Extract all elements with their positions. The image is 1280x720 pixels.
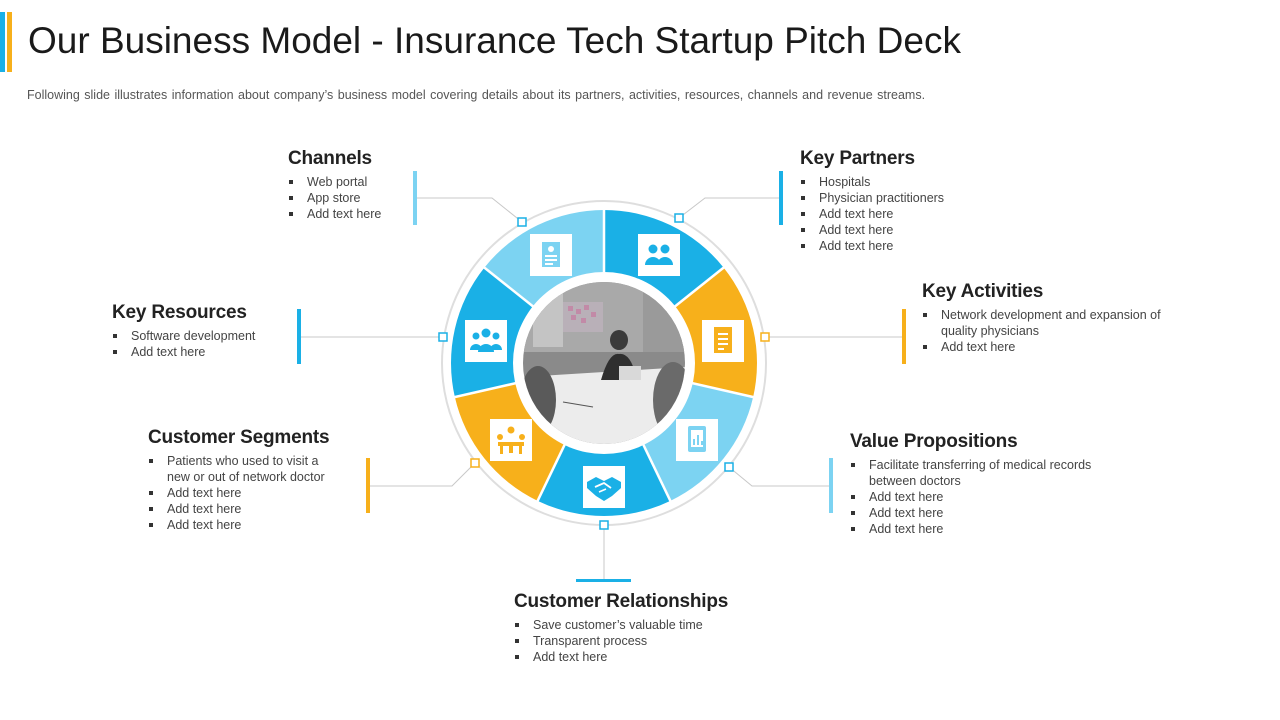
list-item: Software development	[112, 328, 282, 344]
tablet-icon	[688, 426, 706, 452]
bar-customer-segments	[366, 458, 370, 513]
list-item: Hospitals	[800, 174, 970, 190]
list-item: Network development and expansion of qua…	[922, 307, 1162, 339]
list-key-resources: Software development Add text here	[112, 328, 282, 360]
node-channels	[517, 217, 527, 227]
list-item: Physician practitioners	[800, 190, 970, 206]
icon-tile-customer-relationships	[583, 466, 625, 508]
list-item: Transparent process	[514, 633, 754, 649]
icon-tile-channels	[530, 234, 572, 276]
heading-key-partners: Key Partners	[800, 148, 915, 169]
icon-tile-customer-segments	[490, 419, 532, 461]
node-customer-relationships	[599, 520, 609, 530]
page-title: Our Business Model - Insurance Tech Star…	[28, 20, 961, 61]
bar-key-partners	[779, 171, 783, 225]
list-item: Add text here	[112, 344, 282, 360]
icon-tile-key-partners	[638, 234, 680, 276]
block-customer-segments: Customer Segments Patients who used to v…	[148, 427, 343, 533]
users-icon	[645, 244, 673, 265]
document-icon	[542, 242, 560, 267]
node-customer-segments	[470, 458, 480, 468]
heading-key-resources: Key Resources	[112, 302, 247, 323]
bar-key-activities	[902, 309, 906, 364]
block-key-resources: Key Resources Software development Add t…	[112, 302, 282, 360]
heading-customer-segments: Customer Segments	[148, 427, 330, 448]
node-key-resources	[438, 332, 448, 342]
bar-value-propositions	[829, 458, 833, 513]
block-channels: Channels Web portal App store Add text h…	[288, 148, 408, 222]
list-item: Add text here	[850, 521, 1110, 537]
team-icon	[470, 328, 502, 352]
node-value-propositions	[724, 462, 734, 472]
list-item: Add text here	[800, 238, 970, 254]
checklist-icon	[714, 327, 732, 353]
connector-channels	[415, 197, 523, 223]
title-accent-blue	[0, 12, 5, 72]
list-item: Save customer’s valuable time	[514, 617, 754, 633]
meeting-photo-illustration	[523, 282, 685, 444]
center-photo	[523, 282, 685, 444]
list-item: Add text here	[922, 339, 1162, 355]
list-item: App store	[288, 190, 408, 206]
connector-key-partners	[678, 197, 781, 219]
list-customer-segments: Patients who used to visit a new or out …	[148, 453, 343, 533]
bar-key-resources	[297, 309, 301, 364]
list-item: Patients who used to visit a new or out …	[148, 453, 343, 485]
heading-channels: Channels	[288, 148, 372, 169]
block-value-propositions: Value Propositions Facilitate transferri…	[850, 431, 1110, 537]
heading-key-activities: Key Activities	[922, 281, 1044, 302]
list-item: Add text here	[800, 222, 970, 238]
list-item: Add text here	[850, 489, 1110, 505]
list-item: Add text here	[288, 206, 408, 222]
title-accent-yellow	[7, 12, 12, 72]
list-item: Web portal	[288, 174, 408, 190]
icon-tile-value-propositions	[676, 419, 718, 461]
list-key-activities: Network development and expansion of qua…	[922, 307, 1162, 355]
list-item: Add text here	[148, 517, 343, 533]
list-item: Add text here	[800, 206, 970, 222]
list-channels: Web portal App store Add text here	[288, 174, 408, 222]
list-item: Add text here	[148, 501, 343, 517]
list-item: Add text here	[850, 505, 1110, 521]
page-subtitle: Following slide illustrates information …	[27, 88, 926, 102]
node-key-partners	[674, 213, 684, 223]
list-customer-relationships: Save customer’s valuable time Transparen…	[514, 617, 754, 665]
list-item: Add text here	[514, 649, 754, 665]
bar-customer-relationships	[576, 579, 631, 582]
node-key-activities	[760, 332, 770, 342]
connector-value-propositions	[728, 466, 831, 487]
block-key-partners: Key Partners Hospitals Physician practit…	[800, 148, 970, 254]
block-key-activities: Key Activities Network development and e…	[922, 281, 1162, 355]
list-key-partners: Hospitals Physician practitioners Add te…	[800, 174, 970, 254]
block-customer-relationships: Customer Relationships Save customer’s v…	[514, 591, 754, 665]
list-item: Facilitate transferring of medical recor…	[850, 457, 1110, 489]
handshake-icon	[587, 477, 621, 501]
icon-tile-key-resources	[465, 320, 507, 362]
list-value-propositions: Facilitate transferring of medical recor…	[850, 457, 1110, 537]
bar-channels	[413, 171, 417, 225]
meeting-icon	[497, 426, 525, 454]
icon-tile-key-activities	[702, 320, 744, 362]
list-item: Add text here	[148, 485, 343, 501]
connector-customer-segments	[368, 462, 476, 487]
heading-customer-relationships: Customer Relationships	[514, 591, 729, 612]
heading-value-propositions: Value Propositions	[850, 431, 1018, 452]
